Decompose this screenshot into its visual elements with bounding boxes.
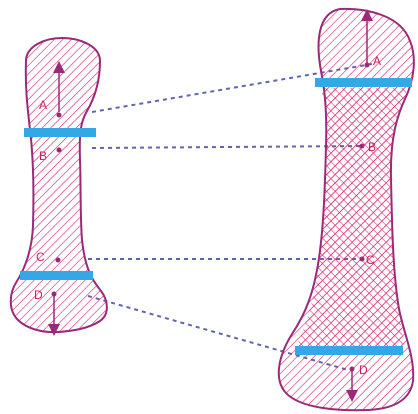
large-label-b: B	[368, 140, 376, 154]
large-point-b	[360, 144, 365, 149]
small-label-d: D	[34, 288, 43, 302]
small-point-b	[57, 148, 62, 153]
small-label-a: A	[39, 98, 47, 112]
small-point-a	[57, 113, 62, 118]
small-growth-plate-bottom	[20, 271, 93, 280]
guide-line-b	[92, 146, 362, 148]
large-point-a	[365, 63, 370, 68]
large-bone-mature-shaft	[296, 88, 408, 348]
small-label-c: C	[36, 250, 45, 264]
large-point-d	[350, 367, 355, 372]
small-growth-plate-top	[24, 128, 96, 137]
large-growth-plate-top	[315, 78, 412, 87]
large-label-d: D	[359, 363, 368, 377]
large-bone: A B C D	[279, 9, 414, 410]
small-label-b: B	[39, 149, 47, 163]
large-label-a: A	[373, 54, 381, 68]
large-label-c: C	[366, 253, 375, 267]
small-point-d	[52, 292, 57, 297]
large-growth-plate-bottom	[295, 346, 403, 355]
large-point-c	[360, 257, 365, 262]
small-bone: A B C D	[11, 38, 107, 332]
small-point-c	[56, 258, 61, 263]
